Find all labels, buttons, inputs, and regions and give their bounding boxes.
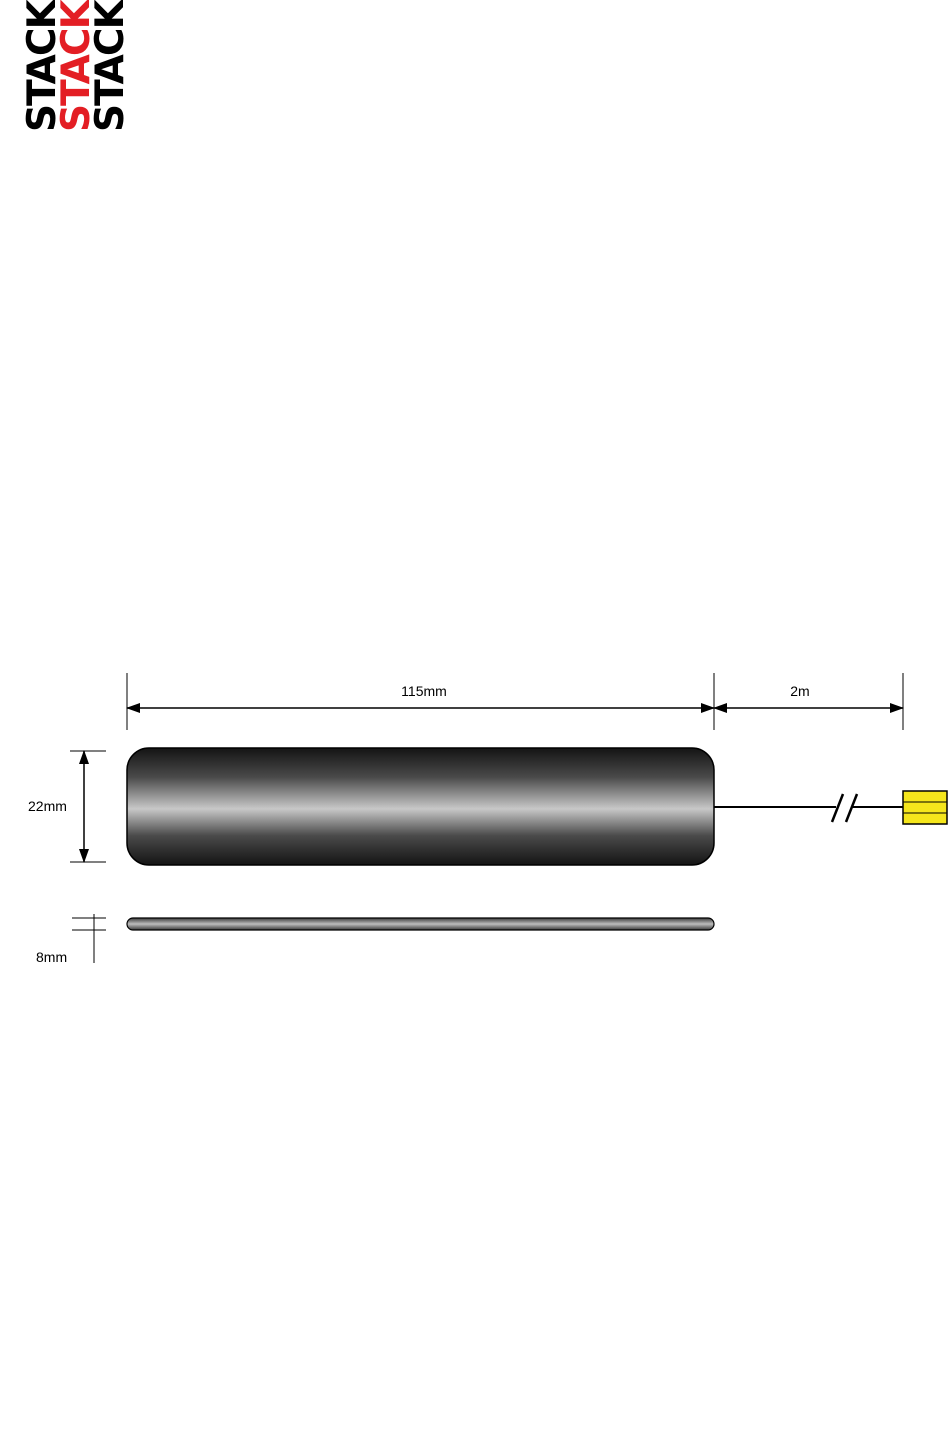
antenna-body xyxy=(127,748,714,865)
cable-dimension: 2m xyxy=(714,673,903,730)
height-dimension: 22mm xyxy=(28,751,106,862)
connector-body xyxy=(903,791,947,824)
length-label: 115mm xyxy=(401,683,447,699)
length-dimension: 115mm xyxy=(127,673,714,730)
thickness-dimension: 8mm xyxy=(36,914,106,965)
antenna-side-view xyxy=(127,918,714,930)
height-label: 22mm xyxy=(28,798,67,814)
cable xyxy=(714,794,903,822)
cable-label: 2m xyxy=(790,683,809,699)
connector xyxy=(903,791,947,824)
thickness-label: 8mm xyxy=(36,949,67,965)
